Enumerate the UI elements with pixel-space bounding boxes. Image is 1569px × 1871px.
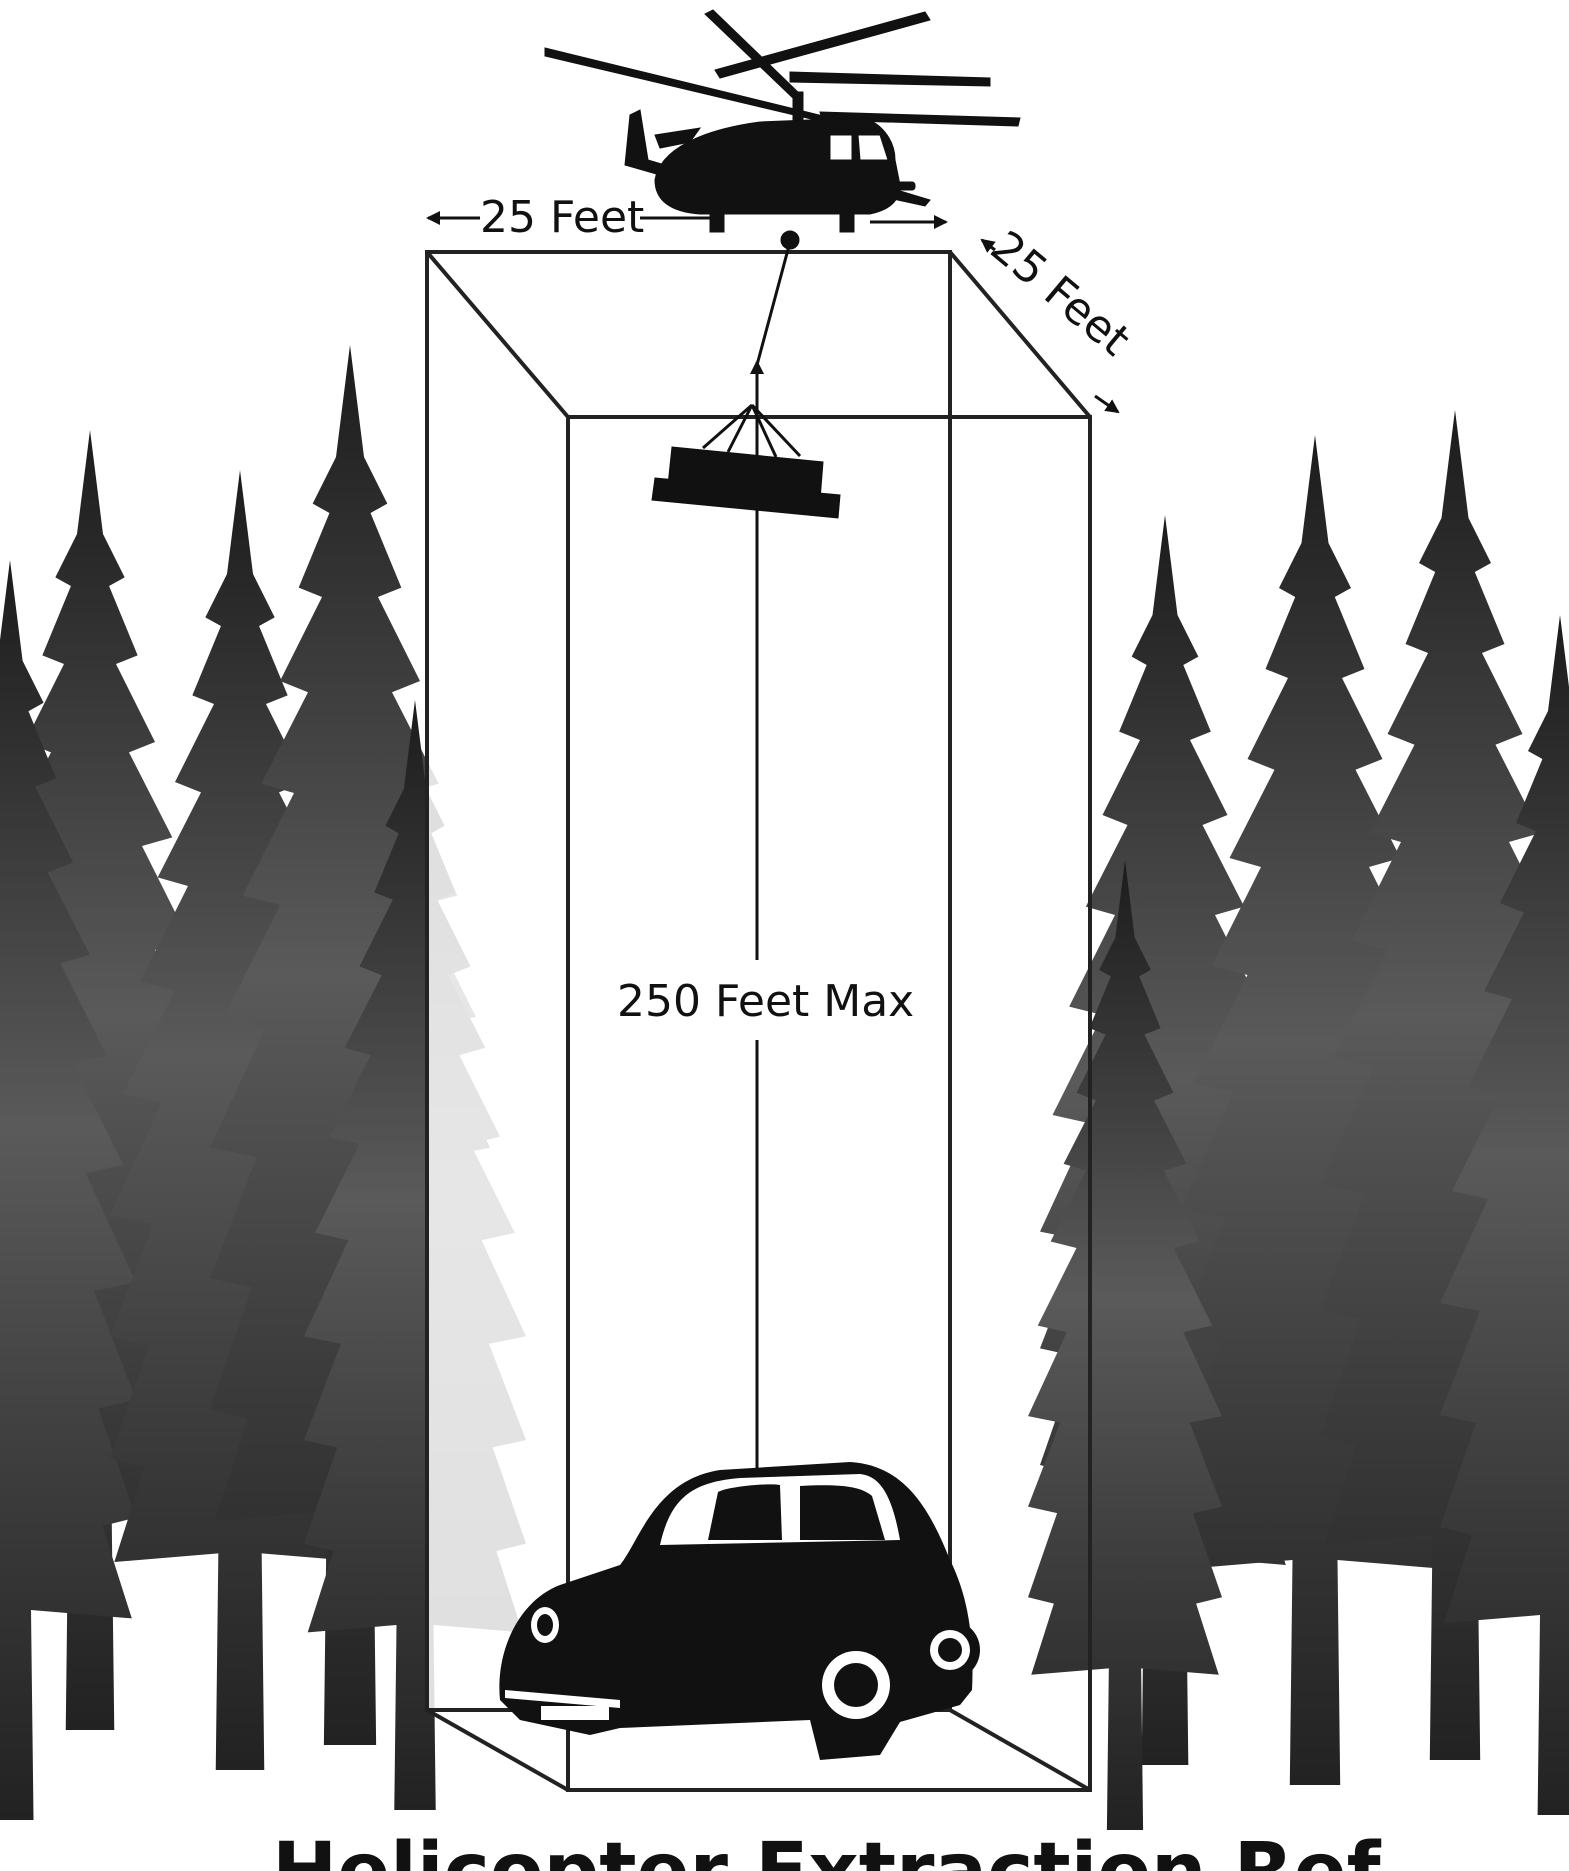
depth-label: 25 Feet [981, 221, 1140, 366]
page-title: Helicopter Extraction Ref [272, 1827, 1382, 1871]
box-edge [950, 1710, 1090, 1790]
height-label: 250 Feet Max [617, 976, 914, 1027]
width-label: 25 Feet [480, 192, 644, 243]
right-tree-group [1028, 410, 1569, 1830]
